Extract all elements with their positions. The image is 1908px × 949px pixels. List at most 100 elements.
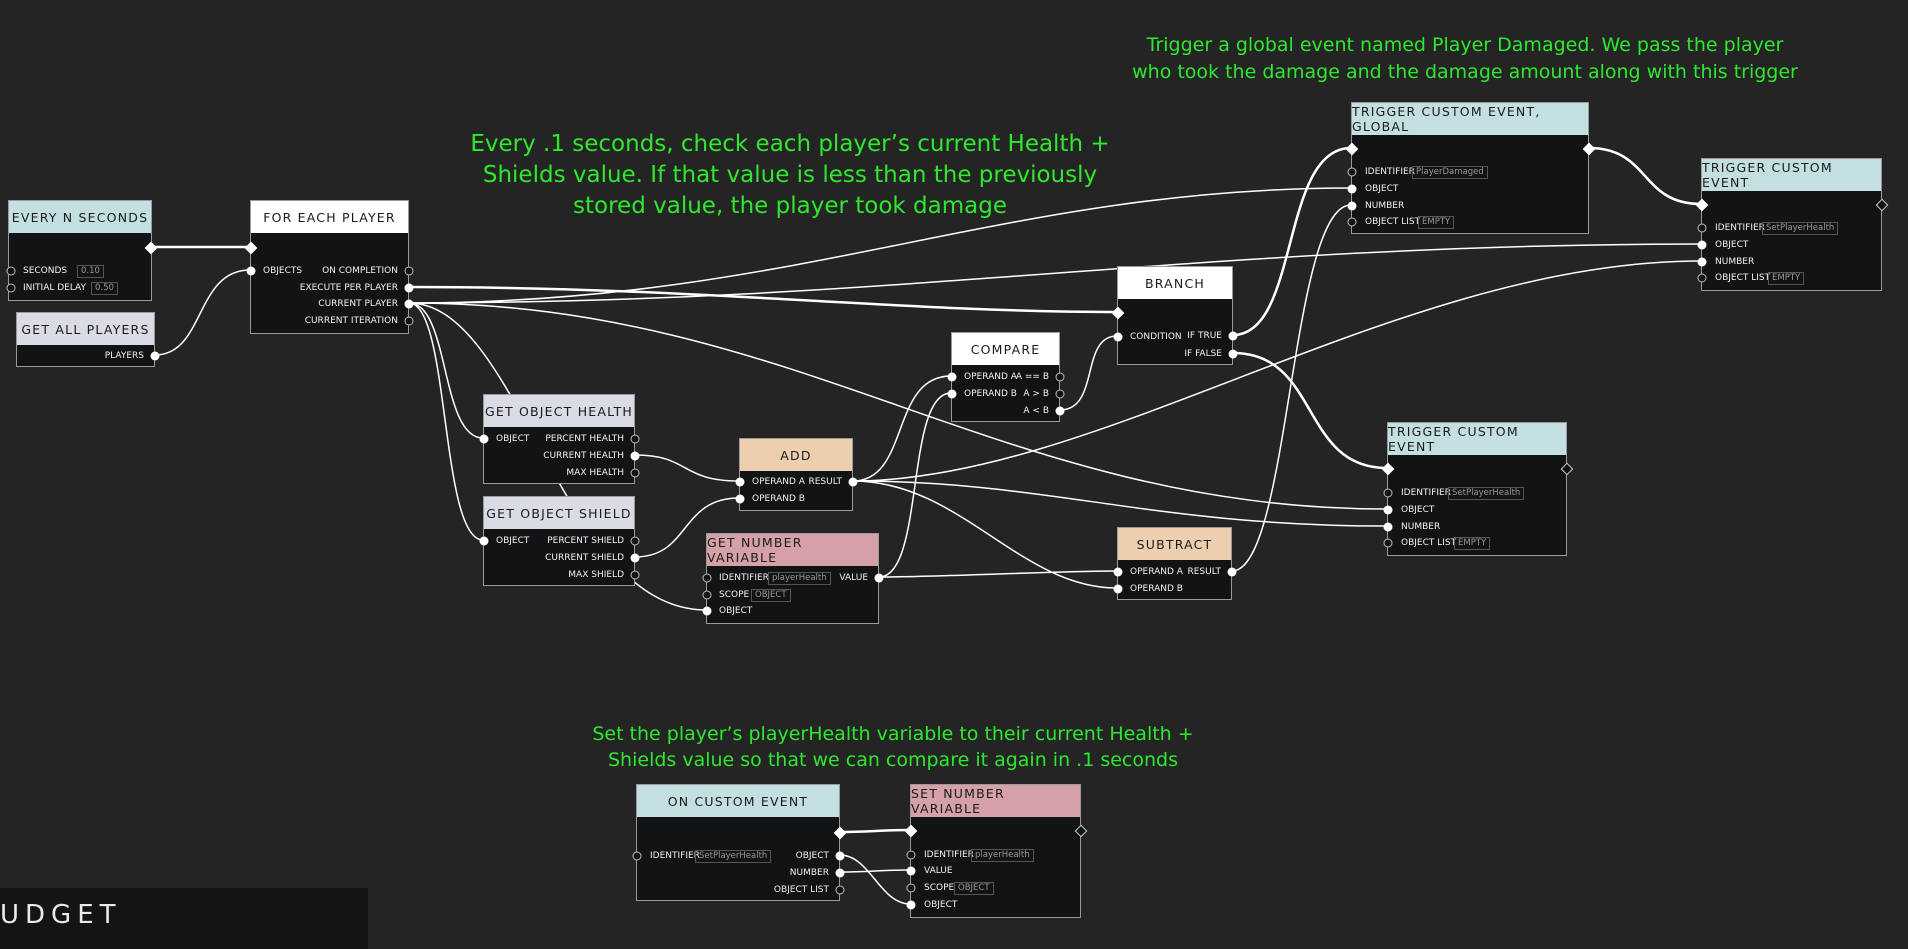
percent-health-pin[interactable]	[630, 434, 640, 444]
object-list-value[interactable]: EMPTY	[1418, 216, 1455, 229]
number-pin[interactable]	[1347, 201, 1357, 211]
objects-pin[interactable]	[246, 266, 256, 276]
identifier-pin[interactable]	[1347, 167, 1357, 177]
exec-out-pin[interactable]	[1582, 142, 1596, 156]
eq-pin[interactable]	[1055, 372, 1065, 382]
exec-in-pin[interactable]	[1381, 462, 1395, 476]
object-pin[interactable]	[1347, 184, 1357, 194]
node-header[interactable]: ON CUSTOM EVENT	[637, 785, 839, 817]
seconds-value[interactable]: 0.10	[77, 265, 104, 278]
exec-out-pin[interactable]	[1560, 462, 1574, 476]
exec-out-pin[interactable]	[833, 826, 847, 840]
get-all-players-node[interactable]: GET ALL PLAYERS PLAYERS	[16, 312, 160, 367]
operand-b-pin[interactable]	[735, 494, 745, 504]
object-pin[interactable]	[835, 851, 845, 861]
object-list-value[interactable]: EMPTY	[1768, 272, 1805, 285]
exec-in-pin[interactable]	[1111, 306, 1125, 320]
node-header[interactable]: SUBTRACT	[1118, 528, 1231, 560]
number-pin[interactable]	[1383, 522, 1393, 532]
current-shield-pin[interactable]	[630, 553, 640, 563]
node-header[interactable]: ADD	[740, 439, 852, 471]
result-pin[interactable]	[848, 477, 858, 487]
operand-b-pin[interactable]	[947, 389, 957, 399]
object-pin[interactable]	[1383, 505, 1393, 515]
identifier-pin[interactable]	[1697, 223, 1707, 233]
condition-pin[interactable]	[1113, 332, 1123, 342]
set-number-variable-node[interactable]: SET NUMBER VARIABLE IDENTIFIER playerHea…	[904, 784, 1088, 918]
branch-node[interactable]: BRANCH CONDITION IF TRUE IF FALSE	[1111, 266, 1238, 365]
identifier-value[interactable]: SetPlayerHealth	[1762, 222, 1839, 235]
operand-a-pin[interactable]	[947, 372, 957, 382]
identifier-pin[interactable]	[906, 850, 916, 860]
execute-per-player-pin[interactable]	[404, 283, 414, 293]
lt-pin[interactable]	[1055, 406, 1065, 416]
exec-out-pin[interactable]	[1875, 198, 1889, 212]
get-object-health-node[interactable]: GET OBJECT HEALTH OBJECT PERCENT HEALTH …	[479, 394, 640, 484]
object-pin[interactable]	[1697, 240, 1707, 250]
gt-pin[interactable]	[1055, 389, 1065, 399]
identifier-value[interactable]: playerHealth	[971, 849, 1034, 862]
add-node[interactable]: ADD OPERAND A RESULT OPERAND B	[735, 438, 858, 511]
exec-in-pin[interactable]	[904, 824, 918, 838]
node-header[interactable]: GET ALL PLAYERS	[17, 313, 154, 345]
initial-delay-value[interactable]: 0.50	[91, 282, 118, 295]
exec-in-pin[interactable]	[1695, 198, 1709, 212]
subtract-node[interactable]: SUBTRACT OPERAND A RESULT OPERAND B	[1113, 527, 1237, 600]
current-iteration-pin[interactable]	[404, 316, 414, 326]
value-pin[interactable]	[874, 573, 884, 583]
operand-b-pin[interactable]	[1113, 584, 1123, 594]
node-header[interactable]: GET OBJECT HEALTH	[484, 395, 634, 427]
trigger-custom-event-global-node[interactable]: TRIGGER CUSTOM EVENT, GLOBAL IDENTIFIER …	[1345, 102, 1596, 234]
identifier-value[interactable]: PlayerDamaged	[1412, 166, 1488, 179]
on-completion-pin[interactable]	[404, 266, 414, 276]
object-list-pin[interactable]	[1697, 273, 1707, 283]
object-list-value[interactable]: EMPTY	[1454, 537, 1491, 550]
current-health-pin[interactable]	[630, 451, 640, 461]
exec-out-pin[interactable]	[144, 241, 158, 255]
if-false-pin[interactable]	[1228, 349, 1238, 359]
every-n-seconds-node[interactable]: EVERY N SECONDS SECONDS 0.10 INITIAL DEL…	[6, 200, 158, 301]
if-true-pin[interactable]	[1228, 331, 1238, 341]
object-list-pin[interactable]	[1383, 538, 1393, 548]
percent-shield-pin[interactable]	[630, 536, 640, 546]
max-shield-pin[interactable]	[630, 570, 640, 580]
object-pin[interactable]	[479, 434, 489, 444]
identifier-value[interactable]: SetPlayerHealth	[695, 850, 772, 863]
node-header[interactable]: TRIGGER CUSTOM EVENT	[1702, 159, 1881, 191]
operand-a-pin[interactable]	[735, 477, 745, 487]
node-header[interactable]: TRIGGER CUSTOM EVENT	[1388, 423, 1566, 455]
max-health-pin[interactable]	[630, 468, 640, 478]
players-pin[interactable]	[150, 351, 160, 361]
node-header[interactable]: EVERY N SECONDS	[9, 201, 151, 233]
node-header[interactable]: SET NUMBER VARIABLE	[911, 785, 1080, 817]
get-number-variable-node[interactable]: GET NUMBER VARIABLE IDENTIFIER playerHea…	[702, 533, 884, 624]
identifier-pin[interactable]	[702, 573, 712, 583]
node-header[interactable]: BRANCH	[1118, 267, 1232, 299]
value-pin[interactable]	[906, 866, 916, 876]
seconds-pin[interactable]	[6, 266, 16, 276]
object-pin[interactable]	[906, 900, 916, 910]
node-header[interactable]: GET NUMBER VARIABLE	[707, 534, 878, 566]
node-header[interactable]: COMPARE	[952, 333, 1059, 365]
scope-pin[interactable]	[906, 883, 916, 893]
scope-value[interactable]: OBJECT	[751, 589, 791, 602]
object-list-pin[interactable]	[1347, 217, 1357, 227]
object-list-pin[interactable]	[835, 885, 845, 895]
get-object-shield-node[interactable]: GET OBJECT SHIELD OBJECT PERCENT SHIELD …	[479, 496, 640, 586]
exec-in-pin[interactable]	[1345, 142, 1359, 156]
initial-delay-pin[interactable]	[6, 283, 16, 293]
exec-out-pin[interactable]	[1074, 824, 1088, 838]
exec-in-pin[interactable]	[244, 241, 258, 255]
scope-pin[interactable]	[702, 590, 712, 600]
operand-a-pin[interactable]	[1113, 567, 1123, 577]
scope-value[interactable]: OBJECT	[954, 882, 994, 895]
node-header[interactable]: FOR EACH PLAYER	[251, 201, 408, 233]
number-pin[interactable]	[835, 868, 845, 878]
trigger-custom-event-node[interactable]: TRIGGER CUSTOM EVENT IDENTIFIER SetPlaye…	[1695, 158, 1889, 291]
for-each-player-node[interactable]: FOR EACH PLAYER OBJECTS ON COMPLETION EX…	[244, 200, 414, 334]
compare-node[interactable]: COMPARE OPERAND A A == B OPERAND B A > B…	[947, 332, 1065, 422]
node-header[interactable]: GET OBJECT SHIELD	[484, 497, 634, 529]
identifier-value[interactable]: playerHealth	[768, 572, 831, 585]
object-pin[interactable]	[702, 606, 712, 616]
node-header[interactable]: TRIGGER CUSTOM EVENT, GLOBAL	[1352, 103, 1588, 135]
